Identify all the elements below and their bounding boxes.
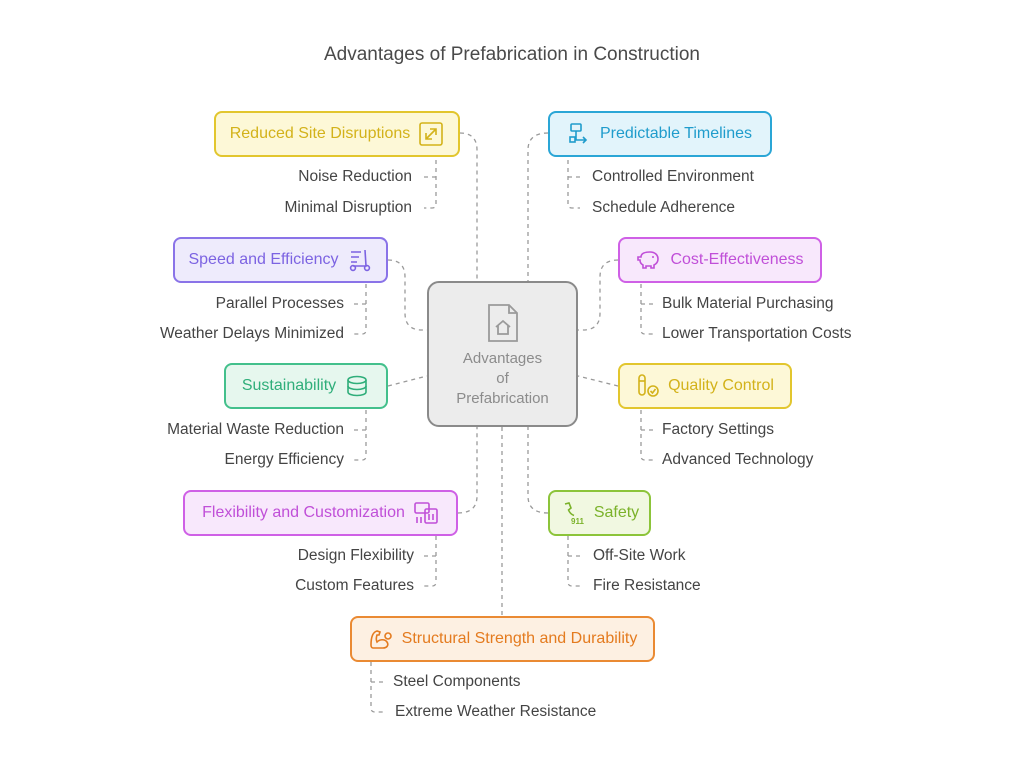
phone-911-icon: 911 [564,502,584,526]
piggy-bank-icon [637,251,660,269]
branch-label: Predictable Timelines [599,125,753,142]
central-label-line: Prefabrication [456,390,549,407]
branch-label: Cost-Effectiveness [670,251,804,268]
sub-item: Weather Delays Minimized [159,325,344,342]
sub-item: Custom Features [295,577,414,594]
branch-predictable-timelines[interactable]: Predictable Timelines [548,111,772,157]
sub-item: Off-Site Work [593,547,686,564]
branch-label: Reduced Site Disruptions [229,125,411,142]
devices-customize-icon [414,502,438,524]
sub-item: Controlled Environment [592,168,754,185]
flowchart-icon [569,123,588,144]
branch-flexibility-and-customization[interactable]: Flexibility and Customization [183,490,458,536]
sub-item: Design Flexibility [297,547,414,564]
sub-item: Energy Efficiency [224,451,344,468]
branch-label: Speed and Efficiency [188,251,339,268]
branch-cost-effectiveness[interactable]: Cost-Effectiveness [618,237,822,283]
branch-sustainability[interactable]: Sustainability [224,363,388,409]
branch-quality-control[interactable]: Quality Control [618,363,792,409]
scooter-icon [349,249,370,272]
sub-item: Lower Transportation Costs [662,325,852,342]
sub-item: Fire Resistance [593,577,701,594]
sub-item: Schedule Adherence [592,199,736,216]
branch-safety[interactable]: 911 Safety [548,490,651,536]
sub-item: Parallel Processes [215,295,344,312]
central-label-line: of [496,370,509,387]
sub-item: Factory Settings [662,421,774,438]
central-node: Advantages of Prefabrication [427,281,578,427]
flexed-arm-icon [369,630,392,649]
branch-structural-strength[interactable]: Structural Strength and Durability [350,616,655,662]
resize-arrows-icon [419,122,444,146]
sub-item: Material Waste Reduction [167,421,344,438]
central-node-label: Advantages of Prefabrication [429,349,576,409]
branch-label: Quality Control [668,377,774,394]
sub-item: Bulk Material Purchasing [662,295,834,312]
branch-label: Flexibility and Customization [202,504,405,521]
branch-label: Structural Strength and Durability [401,630,638,647]
branch-label: Sustainability [241,377,337,394]
svg-text:911: 911 [571,517,584,526]
recycle-coins-icon [347,375,367,397]
sub-item: Noise Reduction [298,168,412,185]
branch-reduced-site-disruptions[interactable]: Reduced Site Disruptions [214,111,460,157]
sub-item: Advanced Technology [662,451,814,468]
sub-item: Extreme Weather Resistance [395,703,597,720]
branch-speed-and-efficiency[interactable]: Speed and Efficiency [173,237,388,283]
branch-label: Safety [593,504,640,521]
sub-item: Steel Components [393,673,521,690]
test-tubes-check-icon [638,374,659,397]
sub-item: Minimal Disruption [284,199,412,216]
central-label-line: Advantages [462,350,543,367]
house-document-icon [488,304,518,342]
diagram-title: Advantages of Prefabrication in Construc… [324,44,700,65]
